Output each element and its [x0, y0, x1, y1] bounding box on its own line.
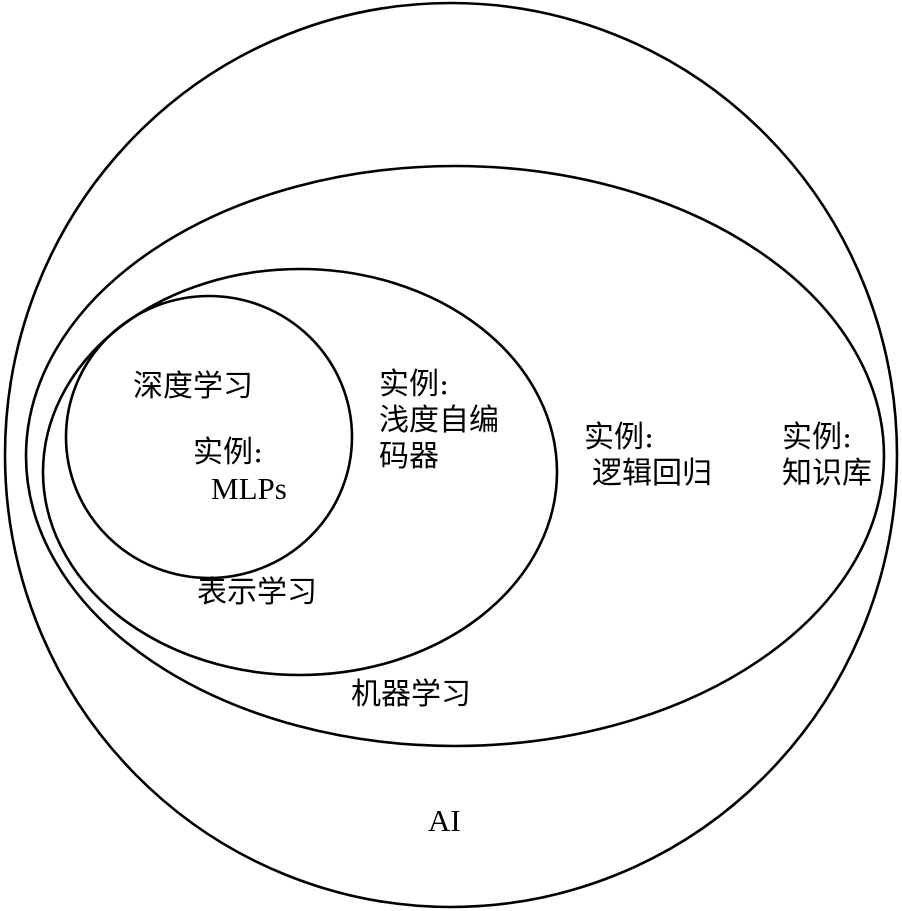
- machine-learning-label: 机器学习: [351, 677, 471, 712]
- representation-learning-ellipse: [41, 267, 559, 677]
- ai-example-text: 知识库: [782, 456, 872, 491]
- ai-example: 实例: 知识库: [782, 420, 872, 492]
- deep-learning-label: 深度学习: [133, 369, 253, 404]
- machine-learning-example-text: 逻辑回归: [592, 456, 712, 491]
- deep-learning-example-text: MLPs: [211, 471, 287, 506]
- machine-learning-ellipse: [24, 164, 886, 748]
- representation-learning-example: 实例: 浅度自编 码器: [379, 367, 499, 475]
- machine-learning-example-prefix: 实例:: [584, 420, 655, 455]
- representation-learning-example-line2: 码器: [379, 439, 439, 474]
- representation-learning-example-line1: 浅度自编: [379, 403, 499, 438]
- representation-learning-label: 表示学习: [197, 575, 317, 610]
- machine-learning-example: 实例: 逻辑回归: [584, 420, 712, 492]
- ai-label: AI: [428, 803, 461, 838]
- ai-example-prefix: 实例:: [782, 420, 853, 455]
- ai-circle: [3, 1, 899, 909]
- deep-learning-example-prefix: 实例:: [193, 435, 264, 470]
- representation-learning-example-prefix: 实例:: [379, 367, 450, 402]
- deep-learning-example: 实例: MLPs: [193, 435, 287, 507]
- deep-learning-circle: [64, 294, 354, 580]
